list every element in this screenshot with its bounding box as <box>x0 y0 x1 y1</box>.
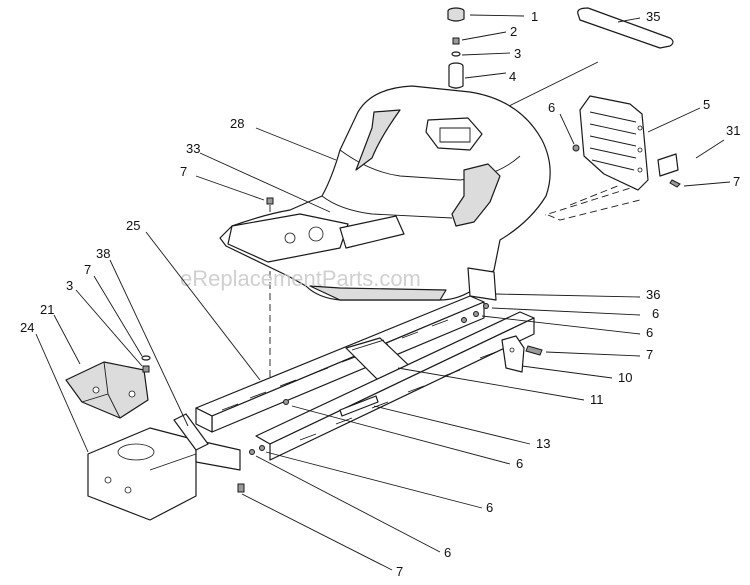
pin-part-7-bracket <box>525 345 543 356</box>
callout-6-frame-b: 6 <box>646 325 653 340</box>
front-plate-part-24 <box>87 427 241 521</box>
callout-7-bracket: 7 <box>646 347 653 362</box>
bolt-part-6-frame-c <box>461 317 467 323</box>
callout-2: 2 <box>510 24 517 39</box>
callout-33: 33 <box>186 141 200 156</box>
bracket-part-21 <box>65 361 149 419</box>
callout-4: 4 <box>509 69 516 84</box>
callout-3: 3 <box>514 46 521 61</box>
bolt-part-6-frame-f <box>249 449 255 455</box>
callout-25: 25 <box>126 218 140 233</box>
bar-part-35 <box>577 7 674 49</box>
callout-6-frame-a: 6 <box>652 306 659 321</box>
bolt-part-6-frame-e <box>259 445 265 451</box>
callout-38: 38 <box>96 246 110 261</box>
callout-11: 11 <box>590 392 604 407</box>
callout-3-front: 3 <box>66 278 73 293</box>
frame-rail-right-part-13 <box>255 311 535 461</box>
bolt-part-6-frame-d <box>283 399 289 405</box>
frame-front-plate-part-36 <box>467 267 497 301</box>
callout-24: 24 <box>20 320 34 335</box>
callout-7-bottom: 7 <box>396 564 403 579</box>
callout-21: 21 <box>40 302 54 317</box>
callout-1: 1 <box>531 9 538 24</box>
alignment-line-rear <box>569 184 621 206</box>
bolt-part-6-frame-b <box>473 311 479 317</box>
alignment-line-35 <box>504 61 599 109</box>
callout-10: 10 <box>618 370 632 385</box>
steering-cap-part-1 <box>447 7 465 22</box>
callout-7-front: 7 <box>84 262 91 277</box>
callout-7-rear: 7 <box>733 174 740 189</box>
watermark-text: eReplacementParts.com <box>180 266 421 291</box>
bolt-part-7-seat <box>266 197 274 205</box>
callouts: 1 2 3 4 35 28 6 5 31 7 33 7 25 38 7 3 21… <box>20 9 740 579</box>
callout-31: 31 <box>726 123 740 138</box>
callout-6-rear: 6 <box>548 100 555 115</box>
callout-5: 5 <box>703 97 710 112</box>
bolt-part-7-front <box>142 365 150 373</box>
callout-6-frame-d: 6 <box>486 500 493 515</box>
frame-rail-left-part-25 <box>195 295 485 433</box>
washer-part-3-front <box>141 355 151 361</box>
bolt-part-6-frame-a <box>483 303 489 309</box>
alignment-line-hood-frame <box>544 184 641 221</box>
washer-part-3 <box>451 51 461 57</box>
screw-part-7-rear <box>669 179 681 188</box>
bracket-part-5 <box>579 95 649 191</box>
callout-7-seat: 7 <box>180 164 187 179</box>
rod-part-38 <box>173 413 209 451</box>
callout-13: 13 <box>536 436 550 451</box>
callout-6-frame-e: 6 <box>444 545 451 560</box>
leader-lines <box>35 14 731 571</box>
bolt-part-7-frame <box>237 483 245 493</box>
bolt-part-6-rear <box>572 144 580 152</box>
callout-28: 28 <box>230 116 244 131</box>
plate-part-31 <box>657 153 679 177</box>
nut-part-2 <box>452 37 460 45</box>
callout-36: 36 <box>646 287 660 302</box>
bracket-part-10 <box>501 335 525 373</box>
hood-body-part-28 <box>219 85 551 301</box>
bushing-part-4 <box>448 62 464 89</box>
callout-35: 35 <box>646 9 660 24</box>
callout-6-frame-c: 6 <box>516 456 523 471</box>
